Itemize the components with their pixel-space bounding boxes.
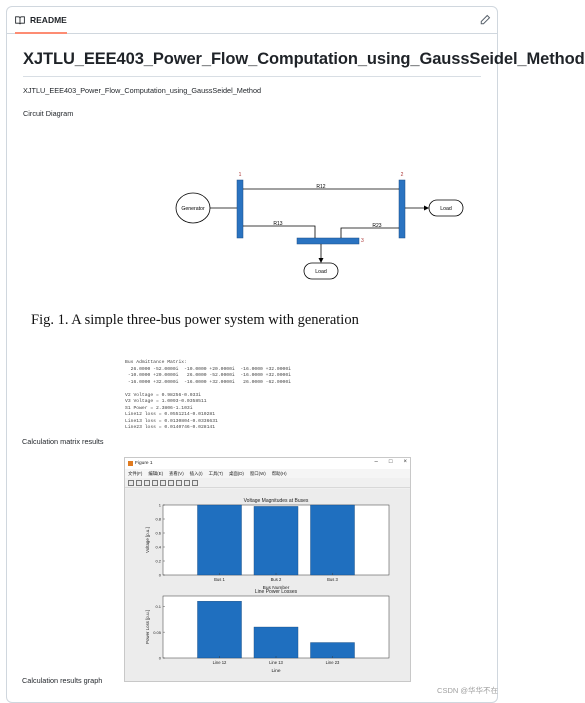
load-3-label: Load (315, 269, 327, 275)
chart-0-bar (310, 504, 355, 576)
load-2-arrow (424, 205, 429, 211)
load-3-box (303, 262, 339, 280)
chart-1-ytick-label: 0 (159, 656, 162, 661)
bus-2-label: 2 (401, 172, 404, 178)
matrix-output-line: 26.0000 -52.0000i -10.0000 +20.0000i -16… (125, 366, 291, 372)
readme-subtitle: XJTLU_EEE403_Power_Flow_Computation_usin… (23, 86, 262, 95)
figure-title: Figure 1 (135, 461, 153, 466)
matrix-output-line: V3 Voltage = 1.0093-0.0358511 (125, 399, 207, 404)
readme-tab-label: README (30, 15, 67, 25)
insert-legend-icon[interactable] (176, 479, 182, 486)
bus-3-label: 3 (361, 238, 364, 244)
insert-colorbar-icon[interactable] (168, 479, 174, 486)
menu-edit[interactable]: 编辑(E) (148, 470, 164, 476)
matrix-output-line: V2 Voltage = 0.98256-0.033i (125, 392, 201, 398)
pencil-icon[interactable] (479, 14, 491, 26)
chart-1-bar (253, 626, 299, 659)
dock-icon[interactable] (192, 479, 198, 486)
matrix-output-line: S1 Power = 2.3806-1.103i (125, 405, 193, 411)
menu-desktop[interactable]: 桌面(D) (229, 470, 244, 476)
readme-title: XJTLU_EEE403_Power_Flow_Computation_usin… (23, 48, 585, 77)
menu-window[interactable]: 窗口(W) (249, 470, 266, 476)
new-figure-icon[interactable] (128, 479, 134, 486)
chart-0-bar (253, 506, 299, 576)
maximize-button[interactable]: □ (388, 459, 393, 465)
circuit-diagram: Generator 1 2 3 R12 R13 R23 Load Load (175, 172, 464, 280)
menu-file[interactable]: 文件(F) (128, 470, 143, 476)
generator-label: Generator (181, 206, 205, 212)
watermark: CSDN @华华不在 (437, 686, 498, 695)
print-icon[interactable] (152, 479, 158, 486)
chart-0-ytick-label: 0 (159, 573, 162, 578)
chart-1-xtick-label: Line 12 (213, 660, 227, 665)
matrix-output-line: -10.0000 +20.0000i 26.0000 -52.0000i -16… (125, 373, 291, 378)
figure-caption: Fig. 1. A simple three-bus power system … (31, 312, 359, 328)
load-2-label: Load (440, 206, 452, 212)
open-icon[interactable] (136, 479, 142, 486)
chart-0-xtick-label: Bus 1 (214, 577, 225, 582)
chart-0-ylabel: Voltage [p.u.] (145, 527, 150, 553)
readme-tab[interactable]: README (15, 7, 67, 34)
bus-1-label: 1 (239, 172, 242, 178)
matrix-output-line: Bus Admittance Matrix: (125, 360, 187, 365)
figure-window: Figure 1 – □ × 文件(F) 编辑(E) 查看(V) 插入(I) 工… (124, 457, 411, 682)
bus-2 (398, 179, 406, 239)
chart-0-bar (197, 504, 242, 576)
r13-label: R13 (273, 221, 282, 227)
chart-0-ytick-label: 0.8 (155, 517, 161, 522)
chart-1-xlabel: Line (271, 668, 280, 674)
bus-1 (236, 179, 244, 239)
calc-matrix-label: Calculation matrix results (22, 437, 104, 446)
link-plot-icon[interactable] (160, 479, 166, 486)
book-icon (15, 15, 25, 24)
load-3-arrow (318, 258, 324, 263)
chart-1-xtick-label: Line 23 (326, 660, 340, 665)
chart-0-ytick-label: 0.4 (155, 545, 161, 550)
r12-label: R12 (316, 184, 325, 190)
figure-app-icon (128, 461, 133, 466)
bus-3 (296, 237, 360, 245)
chart-1-ytick-label: 0.05 (153, 630, 162, 635)
chart-1-ylabel: Power Loss [p.u.] (145, 610, 150, 644)
line-r13 (243, 225, 316, 238)
chart-1-bar (310, 642, 355, 659)
matrix-output-line: Line12 loss = 0.0551214-0.010281 (125, 412, 216, 417)
calc-graph-label: Calculation results graph (22, 676, 103, 685)
figure-menu-bar: 文件(F) 编辑(E) 查看(V) 插入(I) 工具(T) 桌面(D) 窗口(W… (125, 469, 410, 478)
chart-0-title: Voltage Magnitudes at Buses (244, 498, 309, 504)
minimize-button[interactable]: – (374, 459, 378, 465)
chart-0-ytick-label: 1 (159, 503, 162, 508)
chart-0-xtick-label: Bus 3 (327, 577, 338, 582)
chart-1-xtick-label: Line 13 (269, 660, 283, 665)
load-2-box (428, 199, 464, 217)
matrix-output-line: Line23 loss = 0.0140746-0.028141 (125, 425, 216, 430)
chart-1-title: Line Power Losses (255, 589, 298, 595)
chart-0-ytick-label: 0.2 (155, 559, 161, 564)
circuit-diagram-label: Circuit Diagram (23, 109, 74, 118)
chart-0-xlabel: Bus Number (263, 585, 290, 591)
figure-title-bar: Figure 1 – □ × (125, 458, 410, 469)
save-icon[interactable] (144, 479, 150, 486)
chart-0-xtick-label: Bus 2 (271, 577, 282, 582)
chart-1-ytick-label: 0.1 (155, 604, 161, 609)
line-r23 (340, 227, 399, 238)
menu-insert[interactable]: 插入(I) (189, 470, 203, 476)
chart-0-ytick-label: 0.6 (155, 531, 161, 536)
menu-tools[interactable]: 工具(T) (208, 470, 223, 476)
matrix-output: Bus Admittance Matrix: 26.0000 -52.0000i… (125, 360, 365, 432)
menu-help[interactable]: 帮助(H) (271, 470, 287, 476)
matrix-output-line: -16.0000 +32.0000i -16.0000 +32.0000i 26… (125, 379, 291, 385)
menu-view[interactable]: 查看(V) (169, 470, 184, 476)
pointer-icon[interactable] (184, 479, 190, 486)
matrix-output-line: Line13 loss = 0.0130804-0.0336631 (125, 418, 218, 424)
readme-header: README (7, 7, 497, 34)
r23-label: R23 (372, 223, 381, 229)
close-button[interactable]: × (403, 459, 407, 465)
figure-toolbar (125, 478, 410, 488)
chart-1-bar (197, 601, 242, 659)
